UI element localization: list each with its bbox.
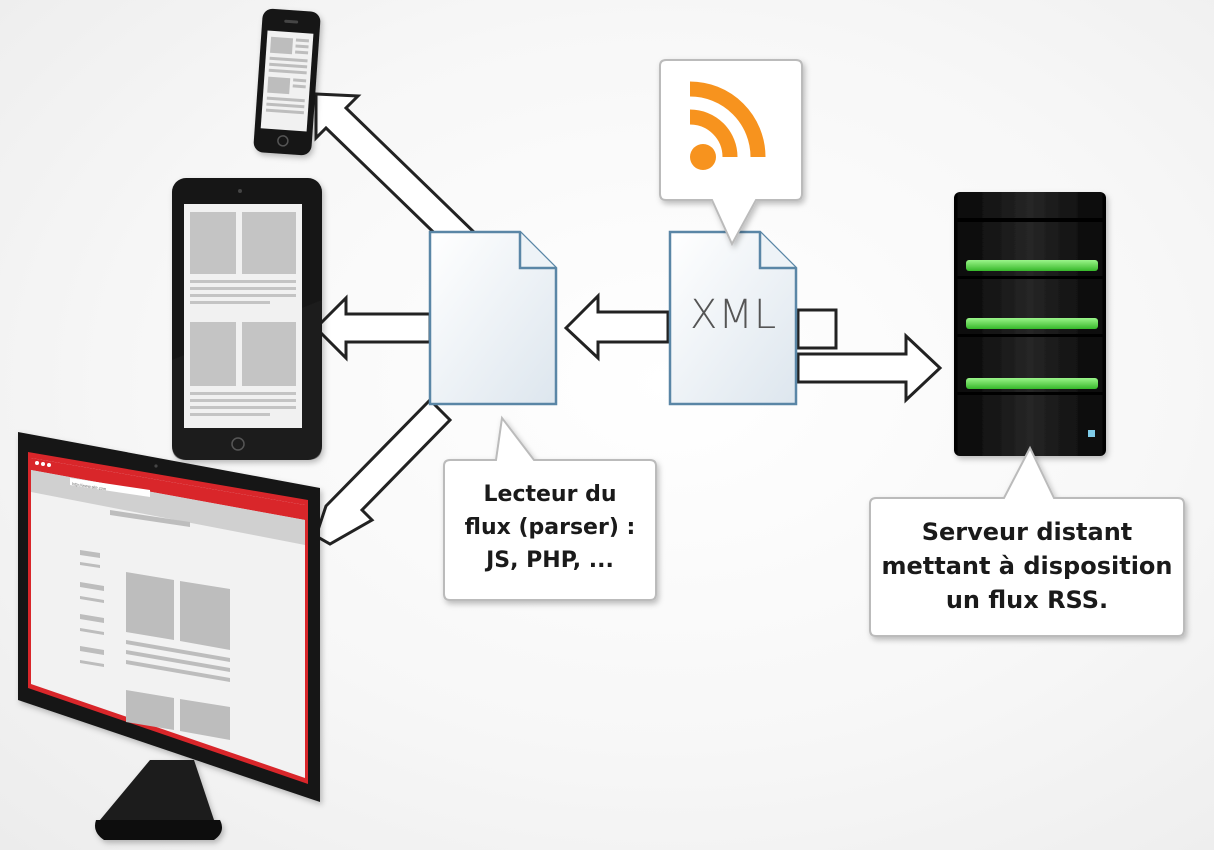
arrow-xml-to-server — [796, 308, 943, 404]
server-line-1: Serveur distant — [921, 518, 1133, 546]
server-callout-text: Serveur distant mettant à disposition un… — [870, 515, 1184, 617]
tablet — [172, 178, 322, 460]
xml-document-icon — [668, 230, 798, 406]
server-led-2 — [966, 318, 1098, 329]
rss-icon — [689, 81, 766, 170]
browser-url-text: http://www.site.com — [72, 481, 107, 491]
server-led-3 — [966, 378, 1098, 389]
parser-callout-text: Lecteur du flux (parser) : JS, PHP, ... — [444, 478, 656, 577]
parser-callout — [443, 415, 657, 601]
server-power-light — [1088, 430, 1095, 437]
server-callout — [869, 445, 1185, 637]
server-led-1 — [966, 260, 1098, 271]
arrow-xml-to-parser — [563, 292, 670, 362]
parser-line-1: Lecteur du — [483, 482, 617, 507]
parser-document-icon — [428, 230, 558, 406]
parser-line-3: JS, PHP, ... — [486, 548, 614, 573]
arrow-to-monitor — [314, 397, 453, 546]
smartphone — [253, 8, 321, 156]
parser-line-2: flux (parser) : — [464, 515, 636, 540]
server-line-3: un flux RSS. — [945, 586, 1109, 614]
desktop-monitor: http://www.site.com — [18, 432, 320, 840]
server — [954, 192, 1106, 456]
arrow-to-tablet — [313, 294, 432, 362]
xml-label: XML — [690, 292, 778, 338]
server-line-2: mettant à disposition — [881, 552, 1173, 580]
